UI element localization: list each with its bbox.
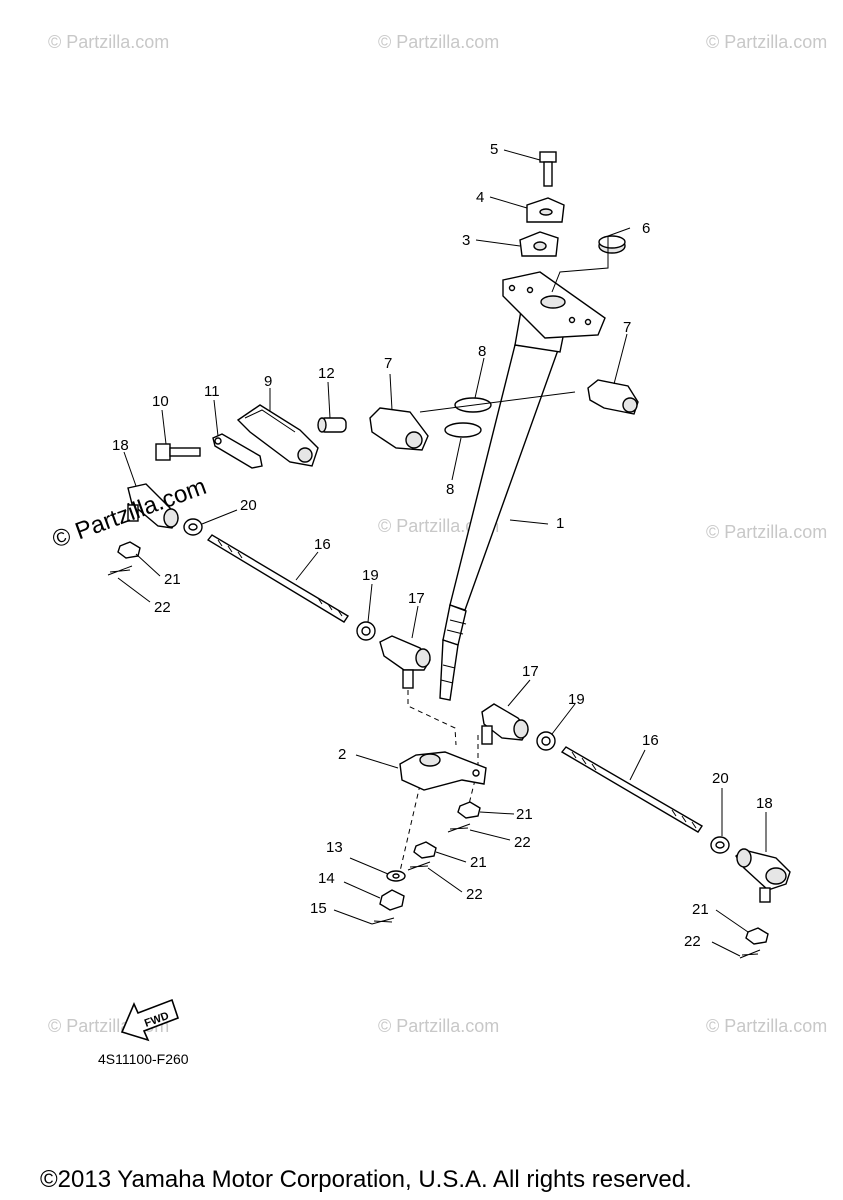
callout-22-left[interactable]: 22 [154, 599, 171, 616]
bolt-5[interactable] [539, 151, 557, 187]
copyright-notice: ©2013 Yamaha Motor Corporation, U.S.A. A… [40, 1166, 692, 1193]
callout-16-left[interactable]: 16 [314, 536, 331, 553]
collar-12[interactable] [317, 417, 347, 433]
tie-rod-end-18-right[interactable] [735, 848, 791, 903]
nut-21-left[interactable] [117, 541, 141, 559]
tie-rod-16-left[interactable] [206, 534, 349, 623]
cotter-pin-22-center-upper[interactable] [447, 823, 471, 833]
arm-9[interactable] [236, 404, 319, 467]
watermark: © Partzilla.com [706, 32, 827, 52]
callout-12[interactable]: 12 [318, 365, 335, 382]
callout-16-right[interactable]: 16 [642, 732, 659, 749]
tie-rod-end-17-left[interactable] [379, 635, 431, 689]
washer-13[interactable] [386, 870, 406, 882]
nut-19-right[interactable] [536, 731, 556, 751]
callout-3[interactable]: 3 [462, 232, 470, 249]
callout-17-right[interactable]: 17 [522, 663, 539, 680]
tie-rod-end-17-right[interactable] [481, 703, 529, 745]
watermark: © Partzilla.com [706, 522, 827, 542]
bolt-10[interactable] [155, 443, 201, 461]
callout-17-left[interactable]: 17 [408, 590, 425, 607]
nut-21-center-lower[interactable] [413, 841, 437, 859]
callout-20-right[interactable]: 20 [712, 770, 729, 787]
fwd-arrow-icon: FWD [120, 998, 180, 1042]
nut-21-right[interactable] [745, 927, 769, 945]
tie-rod-end-18-left[interactable] [127, 483, 179, 529]
cotter-pin-22-left[interactable] [107, 565, 133, 576]
column-top-plate[interactable] [502, 271, 606, 339]
callout-21-left[interactable]: 21 [164, 571, 181, 588]
callout-21-center-lower[interactable]: 21 [470, 854, 487, 871]
nut-14[interactable] [379, 889, 405, 911]
tie-rod-16-right[interactable] [560, 746, 703, 833]
callout-18-left[interactable]: 18 [112, 437, 129, 454]
pitman-arm-2[interactable] [399, 751, 487, 791]
callout-1[interactable]: 1 [556, 515, 564, 532]
steering-shaft[interactable] [439, 304, 569, 701]
watermark: © Partzilla.com [378, 32, 499, 52]
callout-14[interactable]: 14 [318, 870, 335, 887]
cotter-pin-15[interactable] [371, 917, 395, 925]
callout-7-right[interactable]: 7 [623, 319, 631, 336]
callout-6[interactable]: 6 [642, 220, 650, 237]
callout-18-right[interactable]: 18 [756, 795, 773, 812]
callout-20-left[interactable]: 20 [240, 497, 257, 514]
leader-lines [117, 149, 767, 957]
cap-6[interactable] [598, 235, 626, 254]
watermark: © Partzilla.com [48, 32, 169, 52]
bushing-3[interactable] [519, 231, 559, 257]
cotter-pin-22-right[interactable] [739, 949, 761, 959]
callout-5[interactable]: 5 [490, 141, 498, 158]
callout-15[interactable]: 15 [310, 900, 327, 917]
callout-labels: 1 2 3 4 5 6 7 7 8 8 9 10 11 12 13 14 15 … [112, 141, 773, 950]
clamp-4[interactable] [526, 197, 565, 223]
watermark: © Partzilla.com [378, 1016, 499, 1036]
callout-19-left[interactable]: 19 [362, 567, 379, 584]
callout-2[interactable]: 2 [338, 746, 346, 763]
watermark-layer: © Partzilla.com © Partzilla.com © Partzi… [48, 32, 827, 1036]
nut-19-left[interactable] [356, 621, 376, 641]
callout-11[interactable]: 11 [204, 383, 220, 400]
callout-8-upper[interactable]: 8 [478, 343, 486, 360]
callout-9[interactable]: 9 [264, 373, 272, 390]
callout-22-center-upper[interactable]: 22 [514, 834, 531, 851]
nut-20-left[interactable] [183, 518, 203, 536]
cotter-pin-22-center-lower[interactable] [407, 861, 431, 871]
bracket-7-left[interactable] [369, 407, 429, 451]
callout-19-right[interactable]: 19 [568, 691, 585, 708]
callout-7-left[interactable]: 7 [384, 355, 392, 372]
callout-21-right[interactable]: 21 [692, 901, 709, 918]
nut-20-right[interactable] [710, 836, 730, 854]
callout-22-center-lower[interactable]: 22 [466, 886, 483, 903]
callout-21-center-upper[interactable]: 21 [516, 806, 533, 823]
nut-21-center-upper[interactable] [457, 801, 481, 819]
circlip-8-lower[interactable] [444, 422, 482, 438]
callout-22-right[interactable]: 22 [684, 933, 701, 950]
watermark: © Partzilla.com [706, 1016, 827, 1036]
callout-13[interactable]: 13 [326, 839, 343, 856]
callout-4[interactable]: 4 [476, 189, 484, 206]
bracket-7-right[interactable] [587, 379, 639, 415]
lock-washer-11[interactable] [212, 433, 263, 469]
diagram-code: 4S11100-F260 [98, 1051, 189, 1067]
callout-10[interactable]: 10 [152, 393, 169, 410]
callout-8-lower[interactable]: 8 [446, 481, 454, 498]
